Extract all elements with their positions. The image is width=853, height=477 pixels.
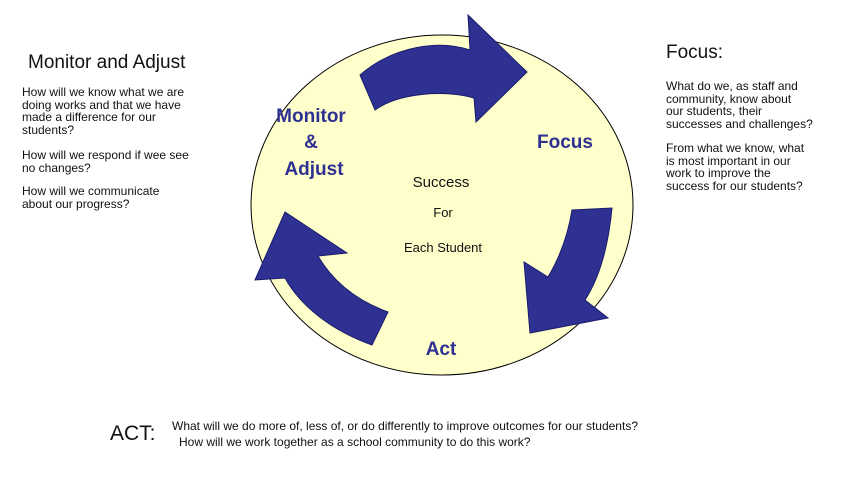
center-each-student: Each Student (404, 240, 482, 255)
arrow-top (359, 13, 528, 124)
focus-title: Focus: (666, 42, 724, 63)
act-title: ACT: (110, 422, 156, 445)
monitor-adjust-title: Monitor and Adjust (28, 52, 186, 73)
arrow-right (523, 207, 613, 334)
label-monitor-line1: Monitor (276, 106, 346, 127)
center-success: Success (413, 174, 470, 191)
label-monitor-line2: & (304, 132, 318, 153)
label-monitor-line3: Adjust (284, 159, 344, 180)
monitor-question-3: How will we communicate about our progre… (22, 184, 160, 211)
focus-question-1: What do we, as staff and community, know… (666, 79, 813, 131)
monitor-question-2: How will we respond if wee see no change… (22, 148, 189, 175)
focus-question-2: From what we know, what is most importan… (666, 141, 805, 193)
center-for: For (433, 205, 453, 220)
act-question-1: What will we do more of, less of, or do … (172, 419, 638, 433)
arrow-left (254, 211, 389, 346)
monitor-question-1: How will we know what we are doing works… (22, 85, 185, 137)
act-question-2: How will we work together as a school co… (179, 435, 531, 449)
label-act: Act (426, 339, 457, 360)
label-focus: Focus (537, 132, 593, 153)
